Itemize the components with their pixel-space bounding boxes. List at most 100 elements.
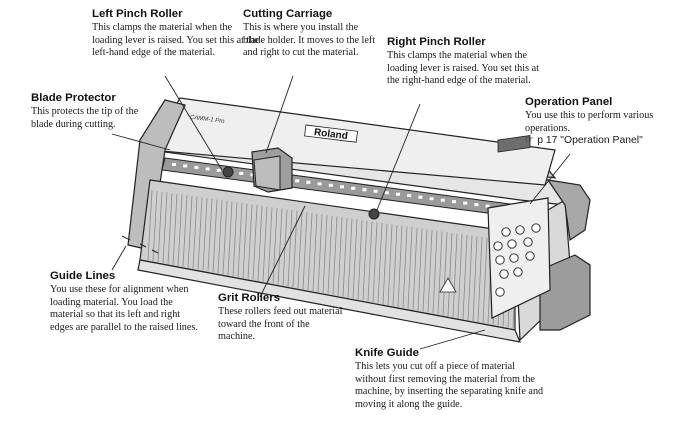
grit-hatch-line	[232, 202, 238, 277]
grit-hatch-line	[167, 193, 173, 265]
grit-hatch-line	[222, 200, 228, 275]
grit-hatch-line	[367, 221, 373, 302]
brand-plate	[304, 124, 358, 143]
callout-title: Operation Panel	[525, 96, 613, 108]
rail-hole	[328, 183, 333, 187]
grit-hatch-line	[227, 201, 233, 276]
callout-blade-protector: Blade Protector This protects the tip of…	[31, 92, 161, 131]
grit-hatch-line	[302, 212, 308, 290]
callout-body: This protects the tip of the blade durin…	[31, 106, 139, 130]
knife-guide-lip	[137, 259, 521, 343]
grit-hatch-line	[177, 194, 183, 266]
grit-hatch-line	[472, 236, 478, 322]
grit-hatch-line	[157, 191, 163, 263]
grit-hatch-line	[332, 216, 338, 295]
callout-title: Knife Guide	[355, 347, 419, 359]
callout-title: Blade Protector	[31, 92, 116, 104]
right-side-housing	[546, 179, 591, 242]
panel-button-icon	[495, 287, 505, 297]
grit-hatch-line	[152, 190, 158, 262]
grit-hatch-line	[287, 210, 293, 287]
grit-hatch-line	[482, 237, 488, 323]
grit-hatch-line	[297, 211, 303, 289]
grit-hatch-line	[442, 232, 448, 316]
panel-button-icon	[513, 267, 523, 277]
rail-hole	[452, 200, 456, 204]
rail-hole	[306, 180, 311, 184]
grit-hatch-line	[282, 209, 288, 286]
rail-hole	[340, 185, 344, 189]
grit-hatch-line	[372, 222, 378, 303]
grit-hatch-line	[252, 205, 258, 280]
grit-hatch-line	[312, 213, 318, 292]
callout-body: You use this to perform various operatio…	[525, 110, 654, 134]
callout-title: Grit Rollers	[218, 292, 281, 304]
grit-hatch-line	[182, 195, 188, 267]
grit-hatch-line	[197, 197, 203, 270]
grit-hatch-line	[397, 225, 403, 308]
rail-hole	[485, 204, 490, 208]
rail-hole	[440, 198, 445, 202]
grit-hatch-line	[452, 233, 458, 318]
rail-hole	[463, 201, 468, 205]
grit-hatch-line	[422, 229, 428, 312]
callout-body: You use these for alignment when loading…	[50, 284, 198, 333]
grit-hatch-line	[382, 223, 388, 305]
grit-hatch-line	[212, 199, 218, 273]
callout-cutting-carriage: Cutting Carriage This is where you insta…	[243, 8, 376, 60]
right-stand	[539, 254, 591, 331]
grit-hatch-line	[237, 203, 243, 278]
callout-body: This is where you install the blade hold…	[243, 22, 376, 59]
grit-hatch-line	[172, 193, 178, 265]
grit-hatch-line	[387, 224, 393, 306]
grit-hatch-line	[217, 200, 223, 274]
panel-button-icon	[499, 269, 509, 279]
grit-hatch-line	[462, 234, 468, 320]
grit-hatch-line	[362, 220, 368, 301]
grit-hatch-line	[247, 204, 253, 279]
grit-hatch-line	[337, 217, 343, 296]
callout-body: These rollers feed out material toward t…	[218, 306, 343, 343]
grit-hatch-line	[267, 207, 273, 283]
callout-guide-lines: Guide Lines You use these for alignment …	[50, 270, 198, 334]
rail-hole	[407, 194, 412, 198]
grit-hatch-line	[402, 226, 408, 308]
guide-line-marks	[121, 235, 159, 254]
callout-body: This lets you cut off a piece of materia…	[355, 361, 544, 410]
grit-hatch-line	[322, 215, 328, 293]
rail-hole	[205, 167, 210, 171]
grit-hatch-line	[207, 198, 213, 272]
left-pinch-roller-icon	[222, 166, 234, 178]
grit-hatch-line	[377, 222, 383, 304]
grit-hatch-line	[357, 220, 363, 300]
callout-title: Right Pinch Roller	[387, 36, 486, 48]
callout-title: Left Pinch Roller	[92, 8, 183, 20]
rail-hole	[396, 192, 400, 196]
panel-button-icon	[515, 225, 525, 235]
grit-hatch-line	[467, 235, 473, 321]
callout-knife-guide: Knife Guide This lets you cut off a piec…	[355, 347, 545, 411]
grit-hatch-line	[437, 231, 443, 315]
grit-hatch-line	[347, 218, 353, 298]
rail-hole	[183, 164, 188, 168]
grit-hatch-line	[192, 196, 198, 269]
callout-body: This clamps the material when the loadin…	[387, 50, 539, 87]
rail-hole	[351, 186, 356, 190]
leader-lines	[111, 75, 571, 350]
carriage-front	[253, 155, 281, 191]
page-reference-link[interactable]: ☞ p 17 "Operation Panel"	[525, 135, 643, 147]
callout-title: Guide Lines	[50, 270, 116, 282]
callout-title: Cutting Carriage	[243, 8, 333, 20]
panel-button-icon	[525, 251, 535, 261]
grit-hatch-line	[457, 234, 463, 319]
grit-hatch-line	[162, 192, 168, 264]
panel-button-icon	[509, 253, 519, 263]
grit-hatch-line	[417, 228, 423, 311]
brand-label: Roland	[313, 127, 348, 142]
panel-display	[497, 135, 531, 153]
grit-hatch-line	[262, 206, 268, 282]
rail-hole	[362, 188, 367, 192]
grit-hatch-line	[407, 227, 413, 309]
grit-hatch-line	[432, 230, 438, 314]
panel-buttons	[493, 223, 541, 297]
